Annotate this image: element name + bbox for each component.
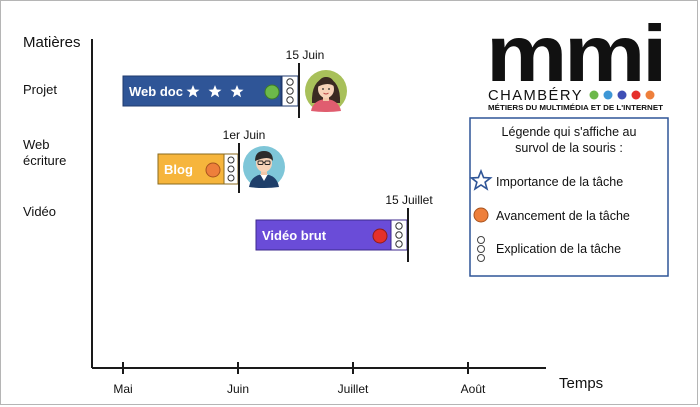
deadline-label-video-brut: 15 Juillet <box>385 193 433 207</box>
progress-dot-icon[interactable] <box>372 228 388 244</box>
task-bar-video-brut[interactable] <box>255 219 392 251</box>
explanation-dot-icon <box>227 156 235 164</box>
explanation-dot-icon <box>286 78 294 86</box>
legend-item-importance: Importance de la tâche <box>496 175 623 189</box>
deadline-label-web-doc: 15 Juin <box>286 48 325 62</box>
legend-item-progress: Avancement de la tâche <box>496 209 630 223</box>
task-bar-web-doc[interactable] <box>122 75 282 107</box>
legend-title-line2: survol de la souris : <box>515 141 623 155</box>
legend-box: Légende qui s'affiche au survol de la so… <box>469 117 669 277</box>
deadline-label-blog: 1er Juin <box>223 128 266 142</box>
progress-dot-icon[interactable] <box>264 84 280 100</box>
logo-dot-blue <box>617 90 627 100</box>
category-label-projet: Projet <box>23 82 57 97</box>
explanation-dot-icon <box>395 222 403 230</box>
progress-dot-icon[interactable] <box>205 162 221 178</box>
task-video-brut[interactable]: Vidéo brut 15 Juillet <box>255 193 433 262</box>
legend-title-line1: Légende qui s'affiche au <box>502 125 637 139</box>
star-icon <box>230 85 244 98</box>
star-icon <box>469 168 493 191</box>
tick-label-juin: Juin <box>227 382 249 396</box>
task-label-blog: Blog <box>164 162 193 177</box>
x-axis-title: Temps <box>559 375 603 392</box>
explanation-dot-icon <box>286 87 294 95</box>
category-label-video: Vidéo <box>23 204 56 219</box>
category-label-web-ecriture-line2: écriture <box>23 153 66 168</box>
tick-label-mai: Mai <box>113 382 132 396</box>
star-icon <box>208 85 222 98</box>
explanation-dot-icon <box>227 165 235 173</box>
task-label-video-brut: Vidéo brut <box>262 228 327 243</box>
y-axis-title: Matières <box>23 34 81 51</box>
logo-dot-green <box>589 90 599 100</box>
avatar-man-icon <box>243 146 285 188</box>
logo-dot-orange <box>645 90 655 100</box>
explanation-dot-icon <box>227 174 235 182</box>
explanation-dot-icon <box>395 240 403 248</box>
logo-wordmark: mmi <box>486 9 664 98</box>
progress-dot-icon <box>473 207 489 223</box>
importance-stars-web-doc[interactable] <box>186 85 244 98</box>
legend-border <box>469 117 669 277</box>
task-web-doc[interactable]: Web doc 15 Juin <box>122 48 325 118</box>
mmi-logo: mmi CHAMBÉRY MÉTIERS DU MULTIMÉDIA ET DE… <box>486 9 667 112</box>
avatar-woman-icon <box>305 70 347 112</box>
logo-dot-red <box>631 90 641 100</box>
x-ticks <box>122 362 469 374</box>
tick-label-juillet: Juillet <box>338 382 369 396</box>
category-label-web-ecriture-line1: Web <box>23 137 50 152</box>
logo-tagline: MÉTIERS DU MULTIMÉDIA ET DE L'INTERNET <box>488 103 664 112</box>
logo-city: CHAMBÉRY <box>488 87 583 104</box>
task-blog[interactable]: Blog 1er Juin <box>157 128 266 193</box>
logo-dot-lightblue <box>603 90 613 100</box>
task-label-web-doc: Web doc <box>129 84 183 99</box>
explanation-dots-icon <box>477 236 485 262</box>
explanation-dot-icon <box>395 231 403 239</box>
legend-item-explanation: Explication de la tâche <box>496 242 621 256</box>
explanation-dot-icon <box>286 96 294 104</box>
tick-label-aout: Août <box>461 382 486 396</box>
star-icon <box>186 85 200 98</box>
